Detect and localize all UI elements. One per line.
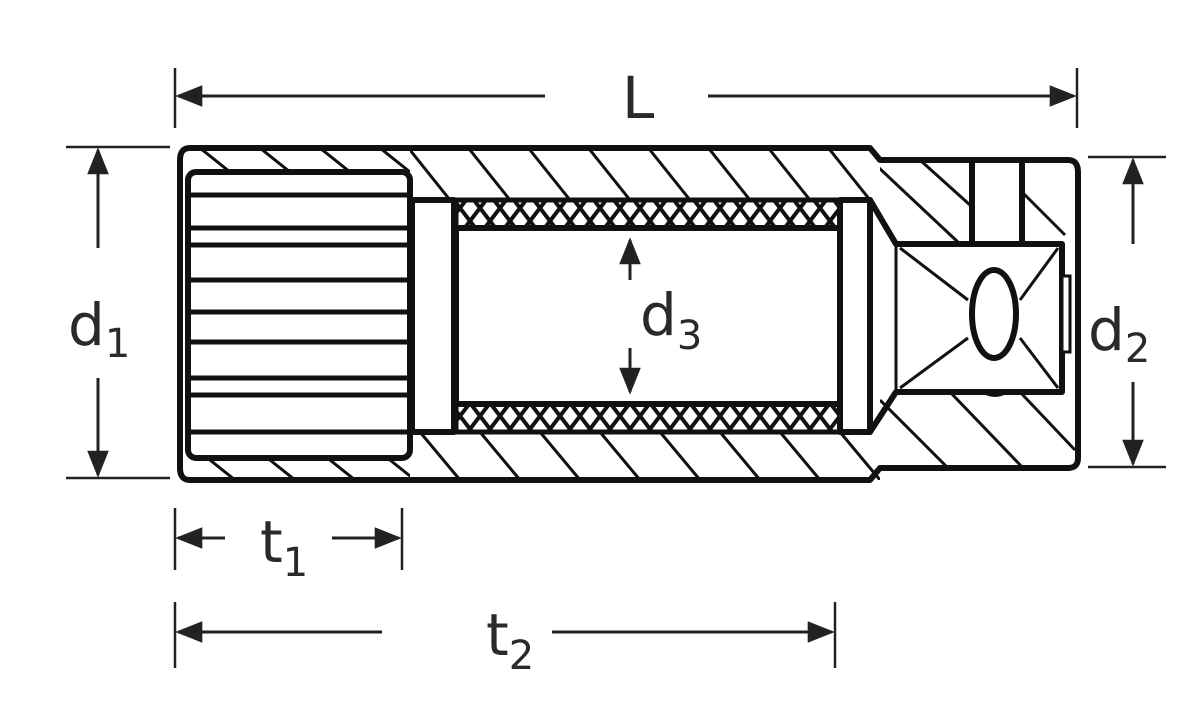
groove-right <box>837 197 873 435</box>
rubber-insert-bottom <box>453 401 843 435</box>
ball-detent-hole <box>969 267 1019 361</box>
dimension-d1: d1 <box>66 145 170 480</box>
label-t2: t2 <box>486 601 534 679</box>
label-d3: d3 <box>640 281 702 359</box>
label-d1: d1 <box>68 291 130 367</box>
socket-body <box>177 145 1081 483</box>
groove-left <box>409 197 457 435</box>
detent-slot <box>1060 274 1072 354</box>
square-drive-cavity <box>867 197 1065 435</box>
dimension-t2: t2 <box>173 601 837 679</box>
dimension-L: L <box>173 64 1079 132</box>
socket-outline <box>177 145 1081 483</box>
socket-head-bore <box>185 169 413 461</box>
head-flutes <box>190 192 408 435</box>
dimension-d3: d3 <box>619 237 702 395</box>
label-t1: t1 <box>260 508 308 586</box>
label-L: L <box>622 64 654 132</box>
label-d2: d2 <box>1088 296 1150 372</box>
dimension-t1: t1 <box>173 508 404 586</box>
rubber-insert-top <box>453 197 843 231</box>
dimension-d2: d2 <box>1088 155 1166 469</box>
